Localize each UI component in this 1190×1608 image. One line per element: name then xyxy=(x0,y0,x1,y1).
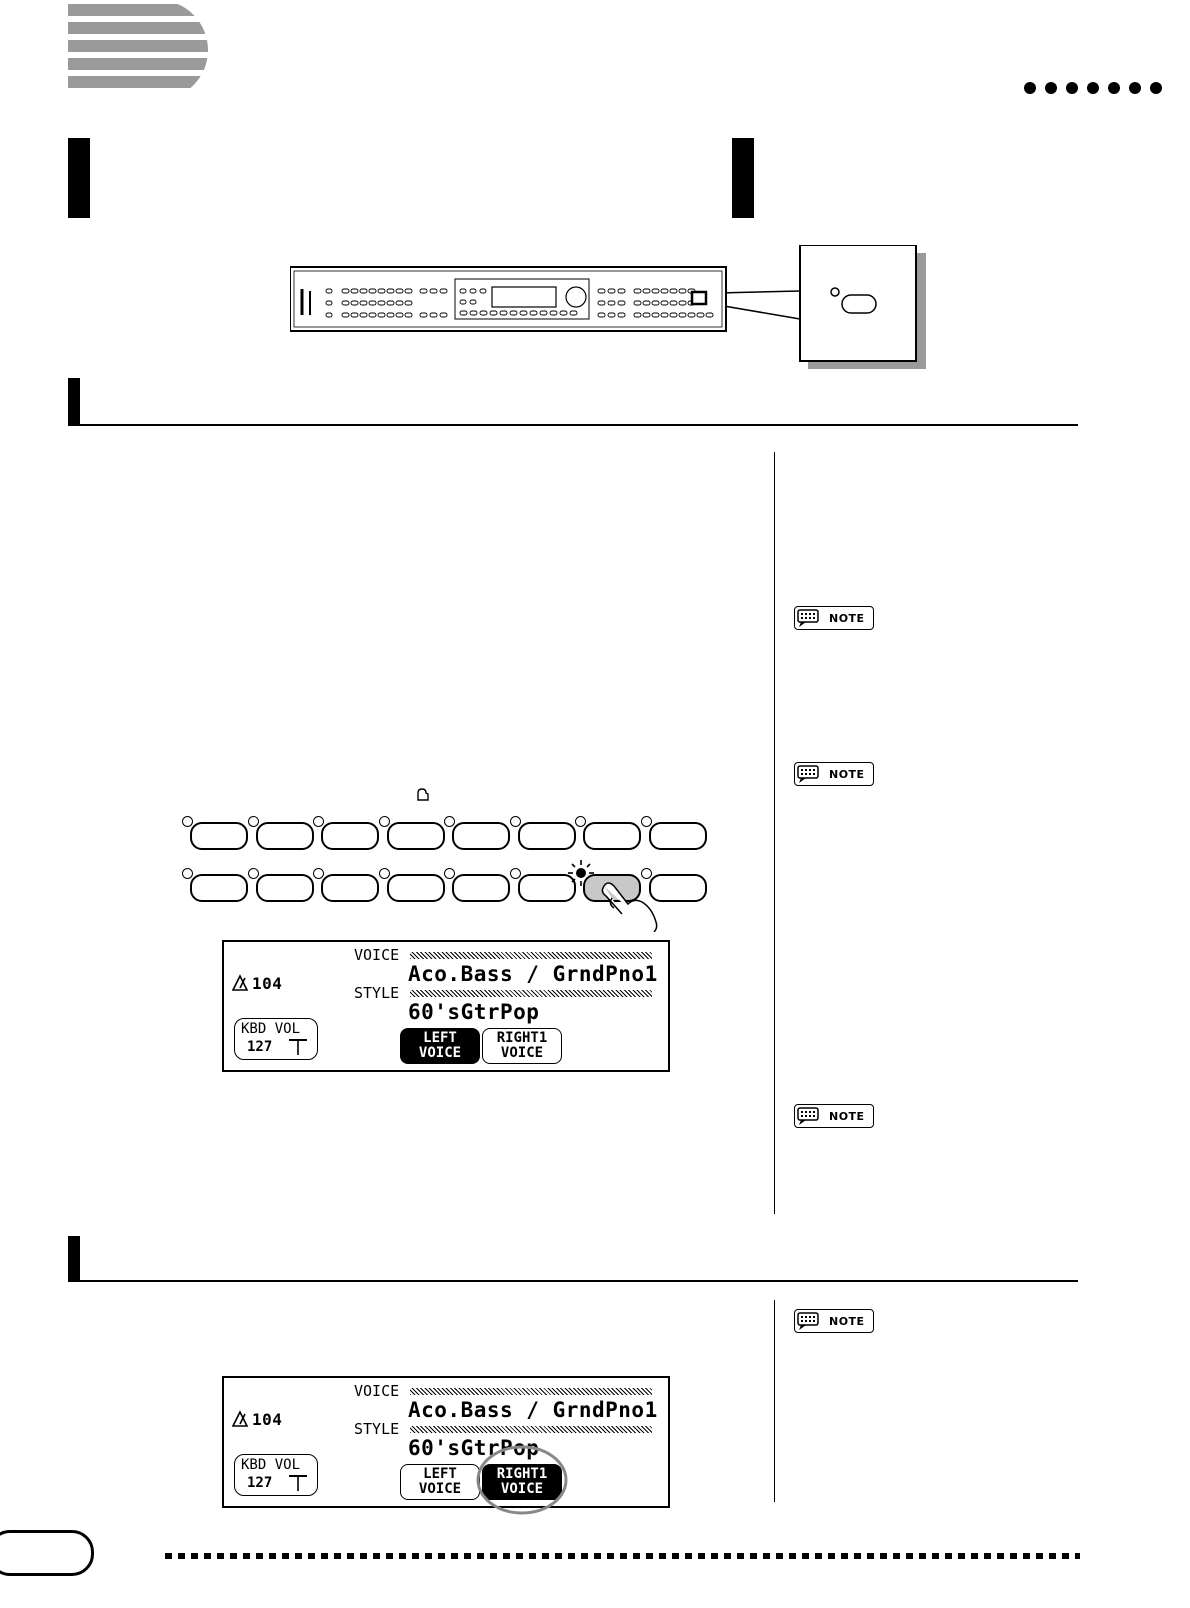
voice-led xyxy=(575,816,586,827)
voice-button[interactable] xyxy=(518,874,576,902)
voice-led xyxy=(248,816,259,827)
style-hatch xyxy=(410,990,652,997)
right1-voice-line1: RIGHT1 xyxy=(496,1030,548,1046)
voice-led xyxy=(248,868,259,879)
metronome-icon xyxy=(231,1410,249,1427)
style-value: 60'sGtrPop xyxy=(408,1000,540,1024)
voice-led xyxy=(510,816,521,827)
pressing-finger-icon xyxy=(601,882,658,932)
kbd-vol-value: 127 xyxy=(247,1475,273,1491)
kbd-vol-label: KBD VOL xyxy=(241,1021,301,1037)
note-label: NOTE xyxy=(829,767,865,781)
voice-button[interactable] xyxy=(452,874,510,902)
lcd-display-1: VOICE Aco.Bass / GrndPno1 STYLE 60'sGtrP… xyxy=(222,940,670,1072)
voice-button[interactable] xyxy=(518,822,576,850)
left-voice-line1: LEFT xyxy=(423,1466,457,1482)
left-voice-line2: VOICE xyxy=(418,1045,462,1061)
panel-illustration xyxy=(290,245,926,369)
volume-slider-icon xyxy=(289,1475,307,1491)
speech-bubble-icon xyxy=(795,1105,823,1127)
voice-led xyxy=(641,868,652,879)
lit-led-icon xyxy=(568,860,594,886)
voice-led xyxy=(379,816,390,827)
voice-value: Aco.Bass / GrndPno1 xyxy=(408,1398,658,1422)
kbd-vol-value: 127 xyxy=(247,1039,273,1055)
voice-button[interactable] xyxy=(321,822,379,850)
left-voice-line1: LEFT xyxy=(423,1030,457,1046)
voice-button[interactable] xyxy=(583,822,641,850)
right1-voice-line2: VOICE xyxy=(500,1045,544,1061)
voice-hatch xyxy=(410,952,652,959)
kbd-vol-box: KBD VOL 127 xyxy=(234,1454,318,1496)
voice-button[interactable] xyxy=(387,822,445,850)
voice-led xyxy=(641,816,652,827)
left-voice-line2: VOICE xyxy=(418,1481,462,1497)
note-badge-1: NOTE xyxy=(794,606,874,630)
voice-led xyxy=(444,868,455,879)
left-voice-button[interactable]: LEFT VOICE xyxy=(400,1464,480,1500)
kbd-vol-label: KBD VOL xyxy=(241,1457,301,1473)
style-hatch xyxy=(410,1426,652,1433)
voice-button[interactable] xyxy=(452,822,510,850)
sidebar-divider-2 xyxy=(774,1300,775,1502)
lcd-display-2: VOICE Aco.Bass / GrndPno1 STYLE 60'sGtrP… xyxy=(222,1376,670,1515)
volume-slider-icon xyxy=(289,1039,307,1055)
title-bar-left xyxy=(68,138,90,218)
note-badge-3: NOTE xyxy=(794,1104,874,1128)
section-1-marker xyxy=(68,378,80,426)
note-label: NOTE xyxy=(829,1109,865,1123)
speech-bubble-icon xyxy=(795,1310,823,1332)
section-2-rule xyxy=(68,1280,1078,1282)
voice-button[interactable] xyxy=(649,822,707,850)
header-dots xyxy=(1024,82,1162,94)
metronome-icon xyxy=(231,974,249,991)
footer-dashed-rule xyxy=(165,1553,1080,1559)
sidebar-divider-1 xyxy=(774,452,775,1214)
speech-bubble-icon xyxy=(795,607,823,629)
note-badge-2: NOTE xyxy=(794,762,874,786)
voice-button[interactable] xyxy=(649,874,707,902)
voice-led xyxy=(313,868,324,879)
voice-led xyxy=(510,868,521,879)
kbd-vol-box: KBD VOL 127 xyxy=(234,1018,318,1060)
voice-led xyxy=(182,816,193,827)
voice-button[interactable] xyxy=(256,822,314,850)
voice-led xyxy=(313,816,324,827)
style-label: STYLE xyxy=(354,1420,400,1438)
highlight-circle xyxy=(476,1445,568,1515)
voice-button-grid xyxy=(180,812,707,932)
voice-button[interactable] xyxy=(190,822,248,850)
voice-led xyxy=(182,868,193,879)
section-1-rule xyxy=(68,424,1078,426)
voice-label: VOICE xyxy=(354,946,400,964)
piano-icon xyxy=(417,788,429,801)
title-bar-right xyxy=(732,138,754,218)
left-voice-button[interactable]: LEFT VOICE xyxy=(400,1028,480,1064)
note-badge-4: NOTE xyxy=(794,1309,874,1333)
voice-button[interactable] xyxy=(190,874,248,902)
speech-bubble-icon xyxy=(795,763,823,785)
voice-button[interactable] xyxy=(387,874,445,902)
voice-value: Aco.Bass / GrndPno1 xyxy=(408,962,658,986)
note-label: NOTE xyxy=(829,1314,865,1328)
tempo-value: 104 xyxy=(252,1410,283,1429)
right1-voice-line2: VOICE xyxy=(500,1481,544,1497)
section-2-marker xyxy=(68,1236,80,1282)
voice-button[interactable] xyxy=(321,874,379,902)
right1-voice-button[interactable]: RIGHT1 VOICE xyxy=(482,1464,562,1500)
voice-button[interactable] xyxy=(256,874,314,902)
right1-voice-line1: RIGHT1 xyxy=(496,1466,548,1482)
page-number-tab xyxy=(0,1530,94,1576)
chapter-tab xyxy=(68,0,208,100)
right1-voice-button[interactable]: RIGHT1 VOICE xyxy=(482,1028,562,1064)
tempo-value: 104 xyxy=(252,974,283,993)
voice-led xyxy=(444,816,455,827)
style-label: STYLE xyxy=(354,984,400,1002)
voice-hatch xyxy=(410,1388,652,1395)
note-label: NOTE xyxy=(829,611,865,625)
voice-led xyxy=(379,868,390,879)
voice-label: VOICE xyxy=(354,1382,400,1400)
